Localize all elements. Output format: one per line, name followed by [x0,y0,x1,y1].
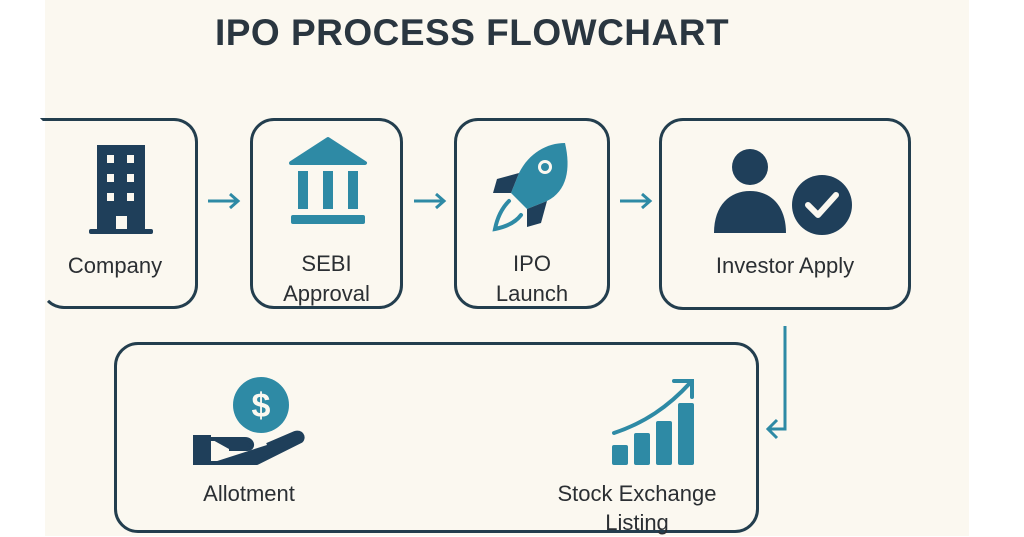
arrow-down-left-icon [765,326,787,440]
building-icon [89,145,153,234]
arrow-right-icon [620,192,653,210]
step-listing-label-1: Stock Exchange [557,481,717,506]
step-launch-label-1: IPO [513,251,551,276]
step-investor-label: Investor Apply [715,253,855,278]
page-title: IPO PROCESS FLOWCHART [214,12,730,53]
hand-dollar-icon: $ [193,377,305,465]
bank-icon [289,137,367,224]
growth-chart-icon [612,379,694,465]
step-company: Company [40,118,198,309]
svg-text:$: $ [252,387,271,425]
arrow-right-icon [208,192,241,210]
user-check-icon [714,149,852,235]
step-sebi-label-1: SEBI [301,251,352,276]
step-company-label: Company [67,253,163,278]
step-sebi-approval: SEBI Approval [250,118,403,309]
step-allotment-listing: $ Allotment Stock Exchange Listing [114,342,759,535]
step-listing-label-2: Listing [605,510,669,535]
step-ipo-launch: IPO Launch [454,118,610,309]
step-allotment-label: Allotment [203,481,295,506]
step-investor-apply: Investor Apply [659,118,911,310]
arrow-right-icon [414,192,447,210]
rocket-icon [492,143,568,232]
step-launch-label-2: Launch [495,281,569,306]
step-sebi-label-2: Approval [283,281,370,306]
